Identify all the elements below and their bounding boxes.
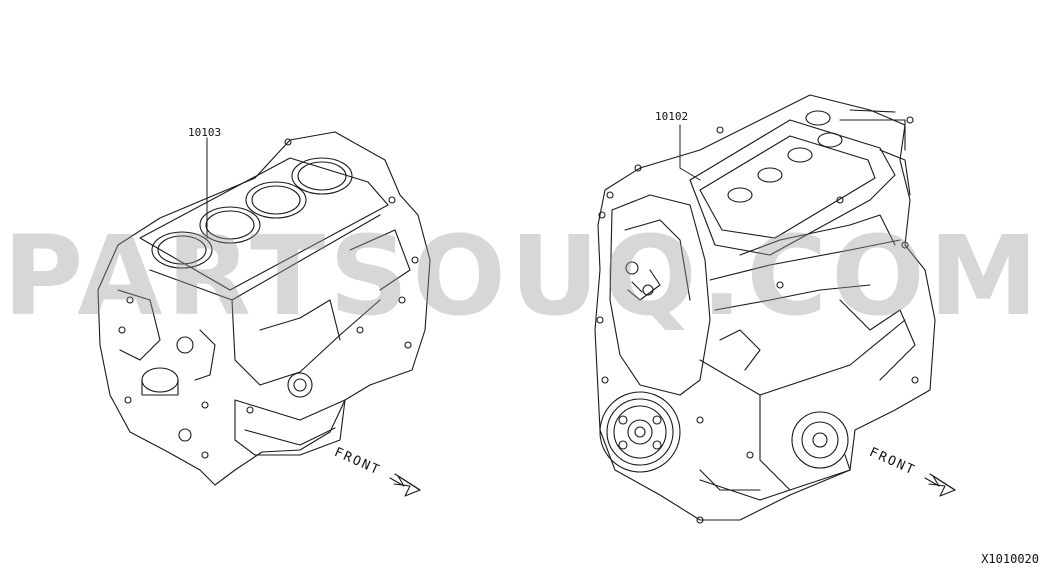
short-block-illustration[interactable] xyxy=(97,131,431,486)
complete-engine-illustration[interactable] xyxy=(594,94,936,524)
front-arrow-right xyxy=(924,473,956,497)
front-arrow-left xyxy=(389,473,421,497)
diagram-id: X1010020 xyxy=(981,552,1039,566)
callout-10103[interactable]: 10103 xyxy=(188,126,222,139)
leader-line-10102 xyxy=(679,124,701,181)
callout-10102[interactable]: 10102 xyxy=(655,110,689,123)
